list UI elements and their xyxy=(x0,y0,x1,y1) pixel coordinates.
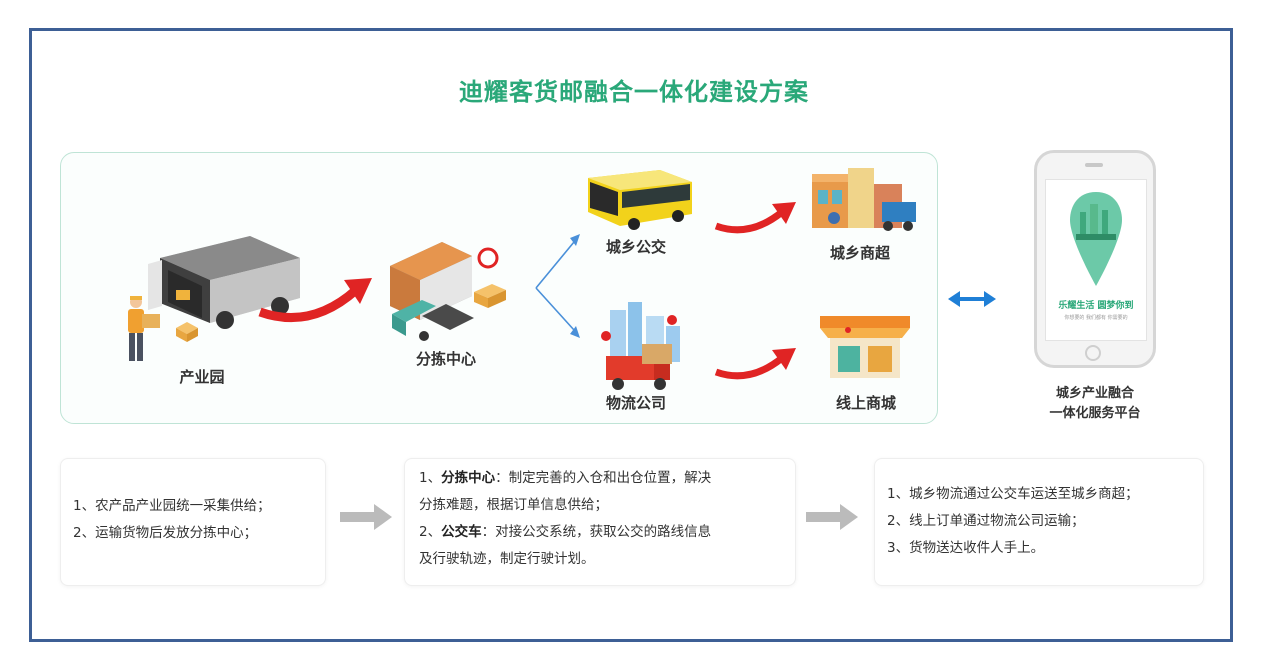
card-sorting-item1: 1、分拣中心：制定完善的入仓和出仓位置，解决 xyxy=(419,465,795,492)
card-industrial-line1: 1、农产品产业园统一采集供给； xyxy=(73,498,271,514)
phone-subline: 你想要的 我们都有 你需要的 xyxy=(1064,315,1128,321)
worker-icon xyxy=(128,296,160,361)
label-sorting-center: 分拣中心 xyxy=(415,350,476,368)
card-sorting: 1、分拣中心：制定完善的入仓和出仓位置，解决 分拣难题，根据订单信息供给； 2、… xyxy=(404,458,796,586)
platform-caption: 城乡产业融合 一体化服务平台 xyxy=(1025,384,1165,424)
flow-arrow-1 xyxy=(258,278,372,323)
boxes-icon xyxy=(176,322,198,342)
phone-camera xyxy=(1085,163,1103,167)
gray-arrow-2 xyxy=(806,504,858,530)
phone-slogan: 乐耀生活 圆梦你到 xyxy=(1058,301,1134,311)
branch-arrows xyxy=(535,234,580,338)
card-delivery-line2: 2、线上订单通过物流公司运输； xyxy=(887,513,1085,529)
phone-mockup: 乐耀生活 圆梦你到 你想要的 我们都有 你需要的 xyxy=(1034,150,1156,368)
label-online-mall: 线上商城 xyxy=(835,394,896,412)
label-rural-bus: 城乡公交 xyxy=(605,238,666,256)
card-delivery-line1: 1、城乡物流通过公交车运送至城乡商超； xyxy=(887,486,1139,502)
phone-screen: 乐耀生活 圆梦你到 你想要的 我们都有 你需要的 xyxy=(1045,179,1147,341)
platform-caption-line2: 一体化服务平台 xyxy=(1049,406,1141,421)
building-truck-icon xyxy=(601,302,680,390)
phone-home-button xyxy=(1085,345,1101,361)
card-sorting-item2-head: 公交车 xyxy=(441,524,482,540)
platform-caption-line1: 城乡产业融合 xyxy=(1055,386,1134,401)
mall-icon xyxy=(820,316,910,378)
card-sorting-item1-head: 分拣中心 xyxy=(441,470,496,486)
card-sorting-item1-cont: 分拣难题，根据订单信息供给； xyxy=(419,497,608,513)
label-logistics-company: 物流公司 xyxy=(605,394,666,412)
bus-icon xyxy=(588,170,692,230)
card-delivery: 1、城乡物流通过公交车运送至城乡商超； 2、线上订单通过物流公司运输； 3、货物… xyxy=(874,458,1204,586)
card-sorting-item2: 2、公交车：对接公交系统，获取公交的路线信息 xyxy=(419,519,795,546)
card-sorting-item1-text: ：制定完善的入仓和出仓位置，解决 xyxy=(495,470,712,486)
card-sorting-item2-text: ：对接公交系统，获取公交的路线信息 xyxy=(481,524,712,540)
flow-arrow-2 xyxy=(714,202,796,234)
double-arrow-icon xyxy=(948,291,996,307)
card-industrial: 1、农产品产业园统一采集供给； 2、运输货物后发放分拣中心； xyxy=(60,458,326,586)
location-pin-icon xyxy=(1070,192,1122,286)
shop-icon xyxy=(812,168,916,231)
truck-van-icon xyxy=(148,236,300,329)
gray-arrow-1 xyxy=(340,504,392,530)
card-industrial-line2: 2、运输货物后发放分拣中心； xyxy=(73,525,258,541)
label-industrial-park: 产业园 xyxy=(179,368,225,386)
card-sorting-item1-num: 1、 xyxy=(419,470,442,486)
label-rural-supermarket: 城乡商超 xyxy=(829,244,890,262)
page-title: 迪耀客货邮融合一体化建设方案 xyxy=(459,78,809,106)
card-sorting-item2-cont: 及行驶轨迹，制定行驶计划。 xyxy=(419,551,595,567)
card-sorting-item2-num: 2、 xyxy=(419,524,442,540)
flow-arrow-3 xyxy=(714,348,796,380)
warehouse-icon xyxy=(390,242,506,341)
card-delivery-line3: 3、货物送达收件人手上。 xyxy=(887,540,1045,556)
